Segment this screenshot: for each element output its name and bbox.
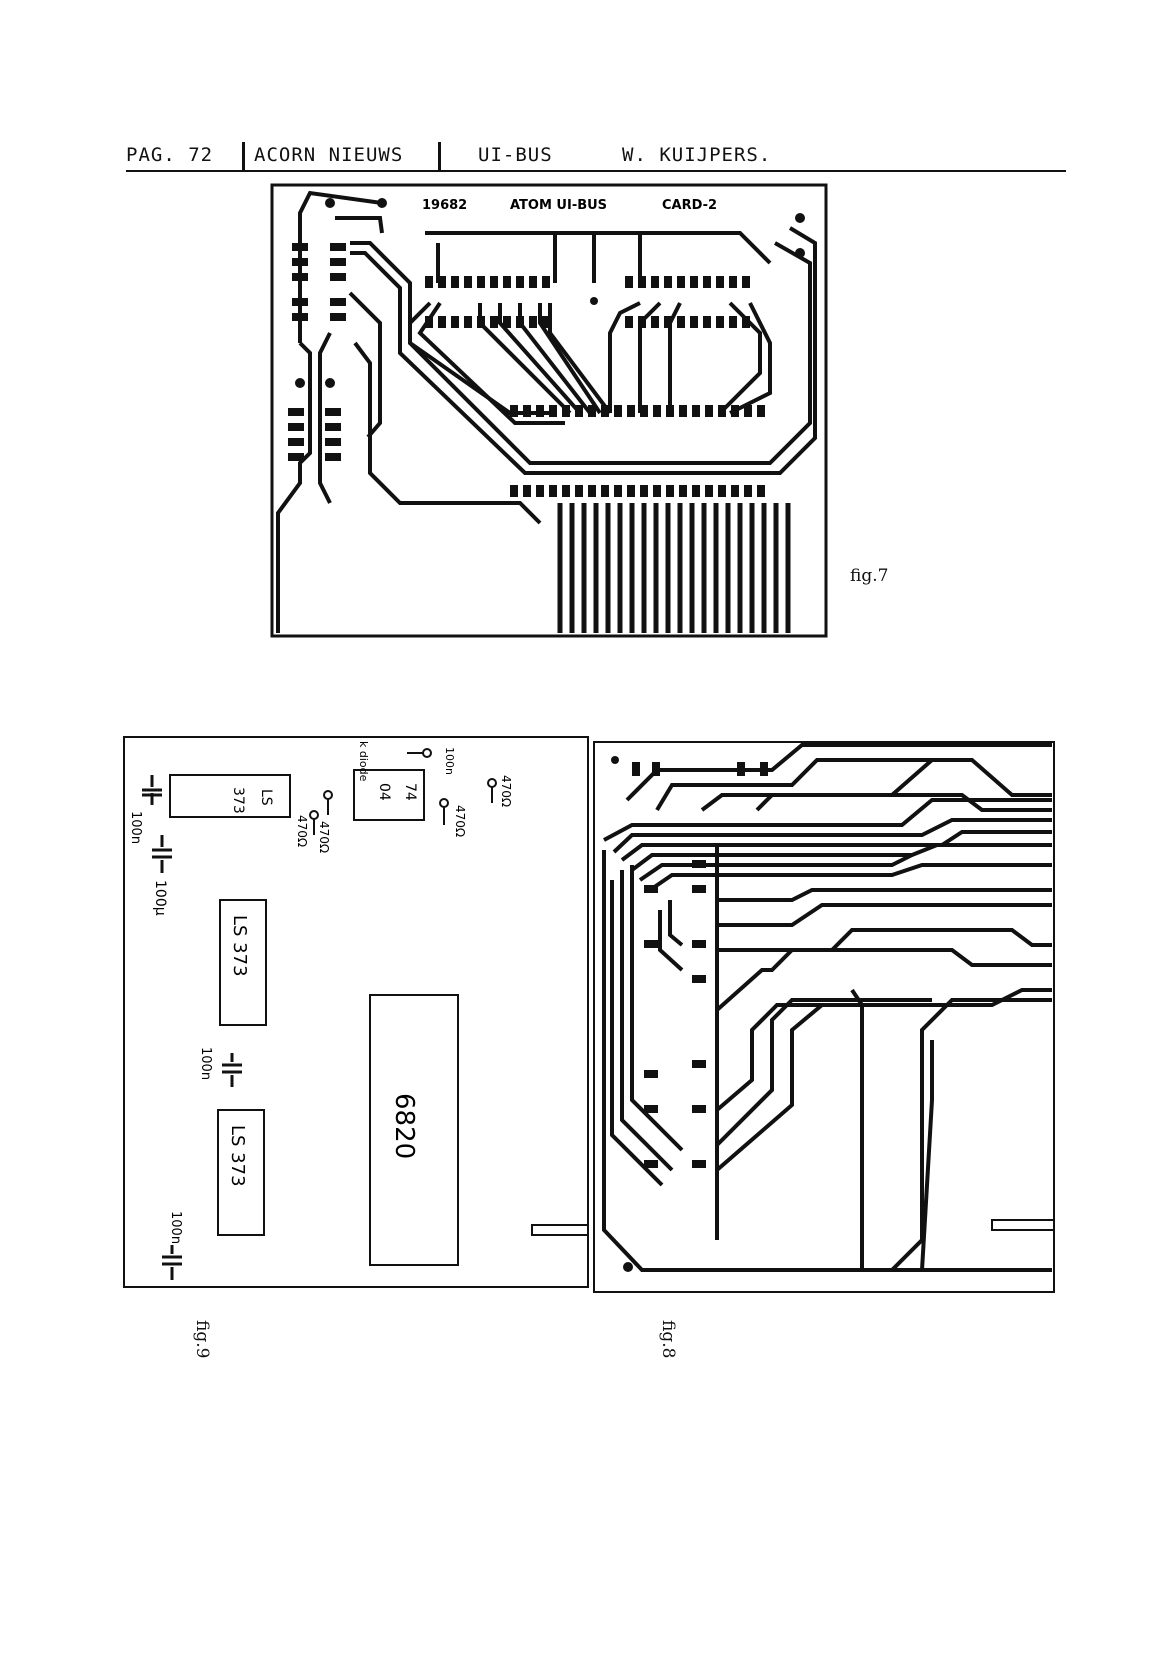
fig9-ic-6820: 6820 [369,994,459,1266]
fig9-diode-label: k diode [357,741,370,782]
fig9-ic-ls373-1: LS 373 [219,899,267,1026]
fig9-cap-100n-mid-label: 100n [198,1047,213,1080]
fig9-ic-ls373-small: LS 373 [169,774,291,818]
fig9-ic-7404-label-b: 04 [376,783,392,801]
fig7-pcb-layout: 19682 ATOM UI-BUS CARD-2 [270,183,828,638]
fig9-cap-100n-bottom-label: 100n [168,1211,183,1244]
fig9-res-470-b-label: 470Ω [317,821,331,853]
fig7-edge-connector [557,503,791,633]
fig9-ic-ls373-2-label: LS 373 [227,1125,248,1187]
fig7-pads [288,198,805,497]
article-author: W. KUIJPERS. [622,144,772,166]
page-number: PAG. 72 [126,144,214,166]
fig8-pads [611,756,768,1272]
fig9-resistors [309,748,497,835]
fig9-cap-100n-top-label: 100n [128,811,143,844]
header-divider-1 [242,142,245,172]
fig8-board-notch [991,1219,1054,1231]
fig8-traces [602,743,1052,1272]
fig7-board-title: ATOM UI-BUS [510,198,607,213]
fig8-caption: fig.8 [658,1320,678,1359]
fig7-caption: fig.7 [850,566,889,586]
fig9-ic-7404: 74 04 [353,769,425,821]
fig9-res-470-c-label: 470Ω [453,805,467,837]
fig9-caption: fig.9 [192,1320,212,1359]
fig9-cap-100u-label: 100μ [152,880,168,916]
fig9-component-layout: LS 373 74 04 LS 373 LS 373 6820 100n 100… [123,736,589,1288]
article-topic: UI-BUS [478,144,553,166]
fig9-ic-6820-label: 6820 [389,1093,419,1159]
fig9-ic-ls373-1-label: LS 373 [229,915,250,977]
fig9-ic-ls373-small-label-b: 373 [230,787,246,814]
magazine-name: ACORN NIEUWS [254,144,404,166]
header-divider-2 [438,142,441,172]
fig7-board-code: 19682 [422,198,467,213]
fig9-capacitors [142,775,242,1280]
fig9-res-470-a-label: 470Ω [295,815,309,847]
fig9-board-notch [531,1224,588,1236]
fig9-cap-100n-right-label: 100n [443,747,456,775]
page-header: PAG. 72 ACORN NIEUWS UI-BUS W. KUIJPERS. [126,142,1066,172]
fig9-ic-7404-label-a: 74 [402,783,418,801]
fig9-ic-ls373-small-label-a: LS [258,789,274,806]
fig9-res-470-d-label: 470Ω [499,775,513,807]
fig8-pcb-layout [593,741,1055,1293]
fig7-board-card: CARD-2 [662,198,717,213]
fig9-ic-ls373-2: LS 373 [217,1109,265,1236]
